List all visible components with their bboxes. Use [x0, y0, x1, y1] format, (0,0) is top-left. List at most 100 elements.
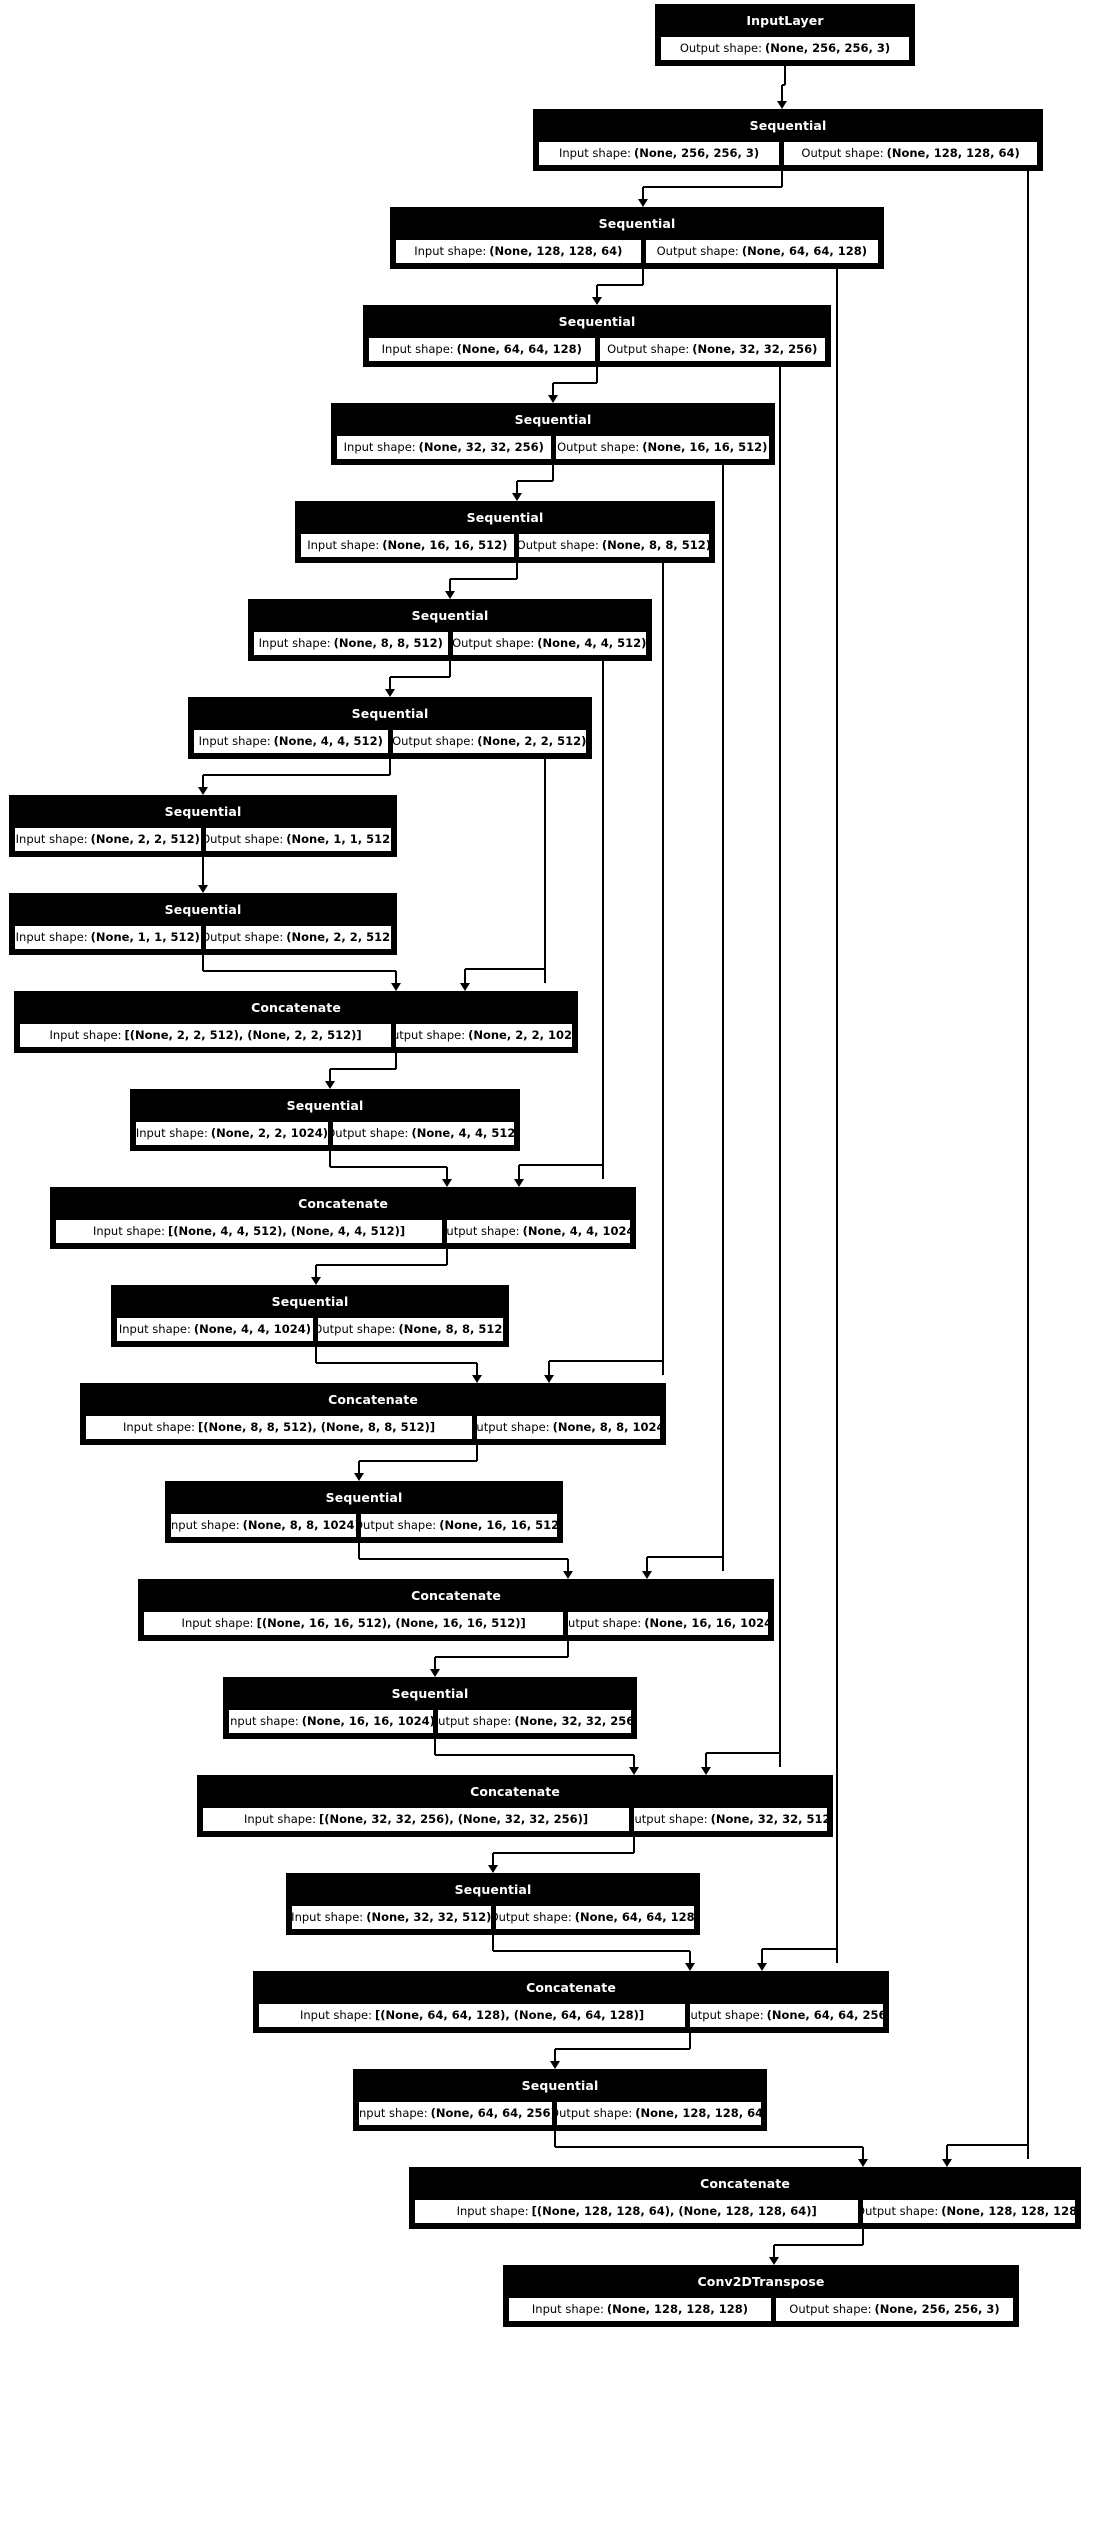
node-shape-row: Output shape:(None, 256, 256, 3) — [657, 36, 913, 64]
edge-segment-horizontal — [773, 2244, 863, 2247]
input-shape-value: (None, 1, 1, 512) — [90, 930, 200, 944]
edge-segment-vertical — [1027, 177, 1029, 2145]
edge-segment-vertical — [202, 955, 204, 972]
node-output-shape: Output shape:(None, 64, 64, 128) — [494, 1905, 695, 1930]
edge-segment-vertical — [780, 171, 783, 188]
edge-segment-vertical — [553, 2131, 556, 2148]
output-shape-label: Output shape: — [556, 2106, 633, 2120]
node-input-shape: Input shape:(None, 16, 16, 512) — [300, 533, 515, 558]
node-shape-row: Input shape:[(None, 2, 2, 512), (None, 2… — [16, 1023, 576, 1051]
output-shape-label: Output shape: — [204, 930, 284, 944]
edge-segment-horizontal — [358, 1558, 568, 1561]
edge-segment-vertical — [357, 1543, 360, 1560]
node-input-shape: Input shape:(None, 64, 64, 256) — [358, 2101, 554, 2126]
edge-segment-vertical — [389, 759, 391, 776]
edge-segment-horizontal — [465, 968, 545, 970]
edge-segment-vertical — [449, 579, 451, 591]
edge-segment-vertical — [517, 1165, 520, 1179]
node-type-label: Concatenate — [255, 1973, 887, 2003]
edge-segment-vertical — [492, 1935, 494, 1952]
edge-segment-vertical — [552, 465, 554, 482]
edge-segment-horizontal — [358, 1460, 477, 1463]
edge-segment-vertical — [722, 464, 724, 471]
input-shape-label: Input shape: — [414, 244, 487, 258]
node-output-shape: Output shape:(None, 128, 128, 64) — [783, 141, 1038, 166]
output-shape-label: Output shape: — [607, 342, 690, 356]
edge-arrowhead — [641, 1571, 652, 1579]
edge-arrowhead — [549, 2061, 560, 2069]
input-shape-value: (None, 4, 4, 512) — [273, 734, 383, 748]
edge-arrowhead — [511, 493, 522, 501]
output-shape-value: (None, 32, 32, 256) — [692, 342, 818, 356]
node-input-shape: Input shape:[(None, 64, 64, 128), (None,… — [258, 2003, 687, 2028]
edge-segment-vertical — [314, 1265, 317, 1277]
edge-segment-horizontal — [450, 578, 517, 581]
input-shape-label: Input shape: — [299, 2008, 372, 2022]
node-type-label: Sequential — [333, 405, 773, 435]
edge-segment-vertical — [553, 2049, 556, 2061]
node-input-shape: Input shape:(None, 4, 4, 512) — [193, 729, 389, 754]
edge-segment-vertical — [760, 1949, 763, 1963]
node-input-shape: Input shape:(None, 128, 128, 128) — [508, 2297, 772, 2322]
edge-segment-horizontal — [315, 1362, 477, 1365]
node-input-shape: Input shape:(None, 1, 1, 512) — [14, 925, 202, 950]
edge-segment-horizontal — [761, 1948, 837, 1950]
node-output-shape: Output shape:(None, 2, 2, 512) — [204, 925, 392, 950]
edge-segment-vertical — [552, 383, 554, 395]
node-type-label: Conv2DTranspose — [505, 2267, 1017, 2297]
node-output-shape: Output shape:(None, 8, 8, 512) — [316, 1317, 504, 1342]
node-output-shape: Output shape:(None, 8, 8, 1024) — [476, 1415, 661, 1440]
output-shape-label: Output shape: — [679, 41, 763, 55]
edge-arrowhead — [513, 1179, 524, 1187]
node-input-shape: Input shape:(None, 8, 8, 512) — [253, 631, 449, 656]
edge-segment-horizontal — [203, 970, 396, 973]
output-shape-label: Output shape: — [396, 1028, 466, 1042]
node-shape-row: Input shape:(None, 8, 8, 512)Output shap… — [250, 631, 650, 659]
edge-segment-horizontal — [203, 774, 390, 777]
node-input-shape: Input shape:[(None, 8, 8, 512), (None, 8… — [85, 1415, 474, 1440]
node-shape-row: Input shape:[(None, 64, 64, 128), (None,… — [255, 2003, 887, 2031]
output-shape-label: Output shape: — [862, 2204, 939, 2218]
edge-arrowhead — [562, 1571, 573, 1579]
output-shape-label: Output shape: — [331, 1126, 409, 1140]
edge-arrowhead — [390, 983, 401, 991]
edge-arrowhead — [198, 787, 208, 795]
input-shape-label: Input shape: — [243, 1812, 316, 1826]
edge-segment-vertical — [544, 765, 546, 969]
edge-segment-vertical — [596, 285, 598, 297]
output-shape-value: (None, 128, 128, 128) — [941, 2204, 1076, 2218]
input-shape-label: Input shape: — [307, 538, 380, 552]
edge-segment-vertical — [836, 275, 838, 1949]
edge-segment-horizontal — [493, 1852, 634, 1855]
output-shape-label: Output shape: — [557, 440, 640, 454]
edge-segment-vertical — [202, 775, 204, 787]
output-shape-value: (None, 128, 128, 64) — [886, 146, 1020, 160]
edge-segment-vertical — [566, 1559, 569, 1571]
edge-segment-vertical — [445, 1167, 448, 1179]
edge-segment-vertical — [394, 971, 397, 983]
output-shape-value: (None, 4, 4, 512) — [411, 1126, 515, 1140]
edge-arrowhead — [198, 885, 208, 893]
edge-segment-vertical — [329, 1151, 332, 1168]
node-shape-row: Input shape:(None, 128, 128, 128)Output … — [505, 2297, 1017, 2325]
node-shape-row: Input shape:(None, 64, 64, 128)Output sh… — [365, 337, 829, 365]
node-shape-row: Input shape:(None, 64, 64, 256)Output sh… — [355, 2101, 765, 2129]
node-output-shape: Output shape:(None, 128, 128, 64) — [556, 2101, 762, 2126]
edge-segment-vertical — [632, 1755, 635, 1767]
edge-segment-vertical — [662, 562, 664, 569]
edge-arrowhead — [385, 689, 395, 697]
input-shape-label: Input shape: — [258, 636, 331, 650]
node-type-label: Concatenate — [140, 1581, 772, 1611]
input-shape-value: (None, 128, 128, 64) — [489, 244, 623, 258]
edge-segment-vertical — [566, 1641, 569, 1658]
edge-segment-horizontal — [643, 186, 782, 189]
